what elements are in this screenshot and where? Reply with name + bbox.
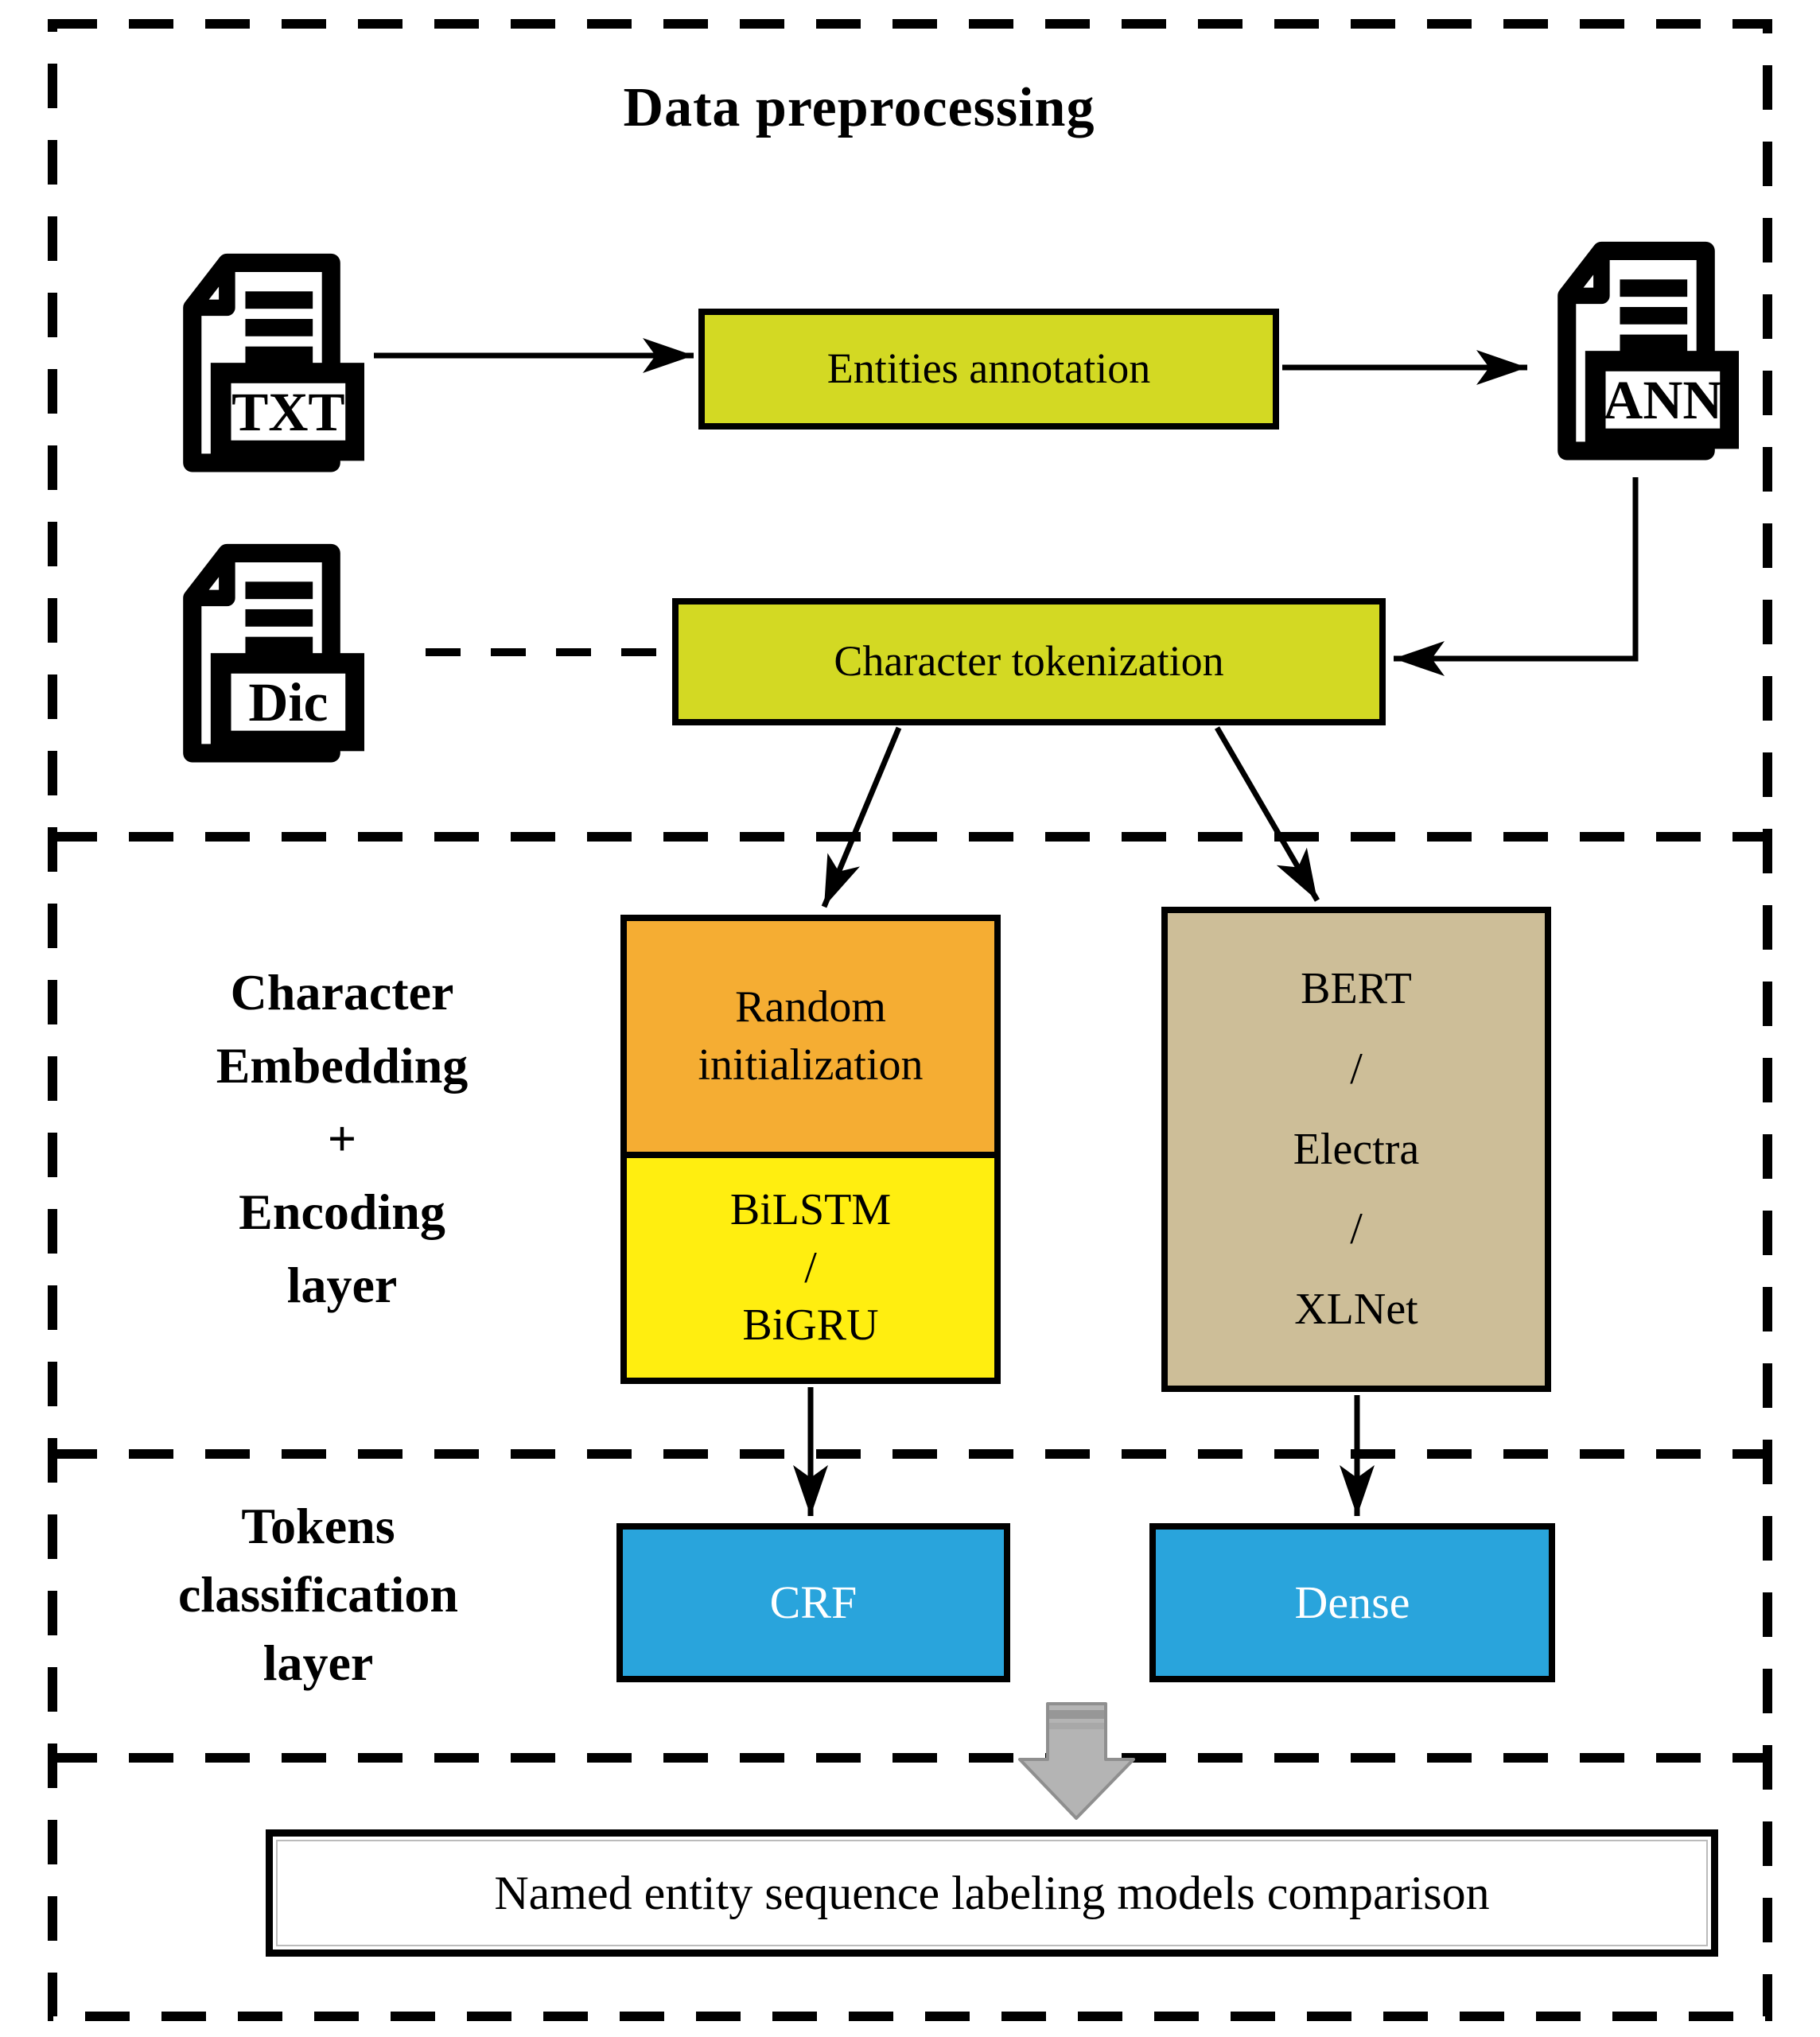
crf-box: CRF: [616, 1523, 1010, 1682]
arrow-ann-to-tokenization: [1394, 477, 1639, 676]
random-initialization-box: Random initialization: [627, 921, 994, 1158]
random-rnn-column: Random initialization BiLSTM / BiGRU: [620, 915, 1001, 1384]
ann-file-label: ANN: [1603, 369, 1722, 430]
tokens-classification-label: Tokens classification layer: [178, 1498, 458, 1691]
outer-dashed-frame: [48, 19, 1772, 2021]
embedding-layer-label: Character Embedding + Encoding layer: [216, 964, 469, 1313]
dic-file-label: Dic: [248, 671, 328, 733]
bilstm-bigru-box: BiLSTM / BiGRU: [627, 1158, 994, 1378]
txt-file-label: TXT: [231, 381, 344, 442]
entities-annotation-box: Entities annotation: [698, 309, 1279, 430]
section-title-data-preprocessing: Data preprocessing: [623, 77, 1095, 138]
arrow-tokenization-to-random: [821, 726, 902, 908]
dic-file-icon: Dic: [183, 543, 364, 763]
arrow-tokenization-to-bert: [1214, 726, 1320, 902]
bert-electra-xlnet-box: BERT / Electra / XLNet: [1161, 907, 1551, 1392]
dense-box: Dense: [1149, 1523, 1555, 1682]
character-tokenization-box: Character tokenization: [672, 598, 1386, 725]
txt-file-icon: TXT: [183, 253, 364, 472]
ann-file-icon: ANN: [1558, 241, 1739, 461]
result-box: Named entity sequence labeling models co…: [266, 1829, 1718, 1957]
gray-down-arrow: [1018, 1702, 1135, 1820]
